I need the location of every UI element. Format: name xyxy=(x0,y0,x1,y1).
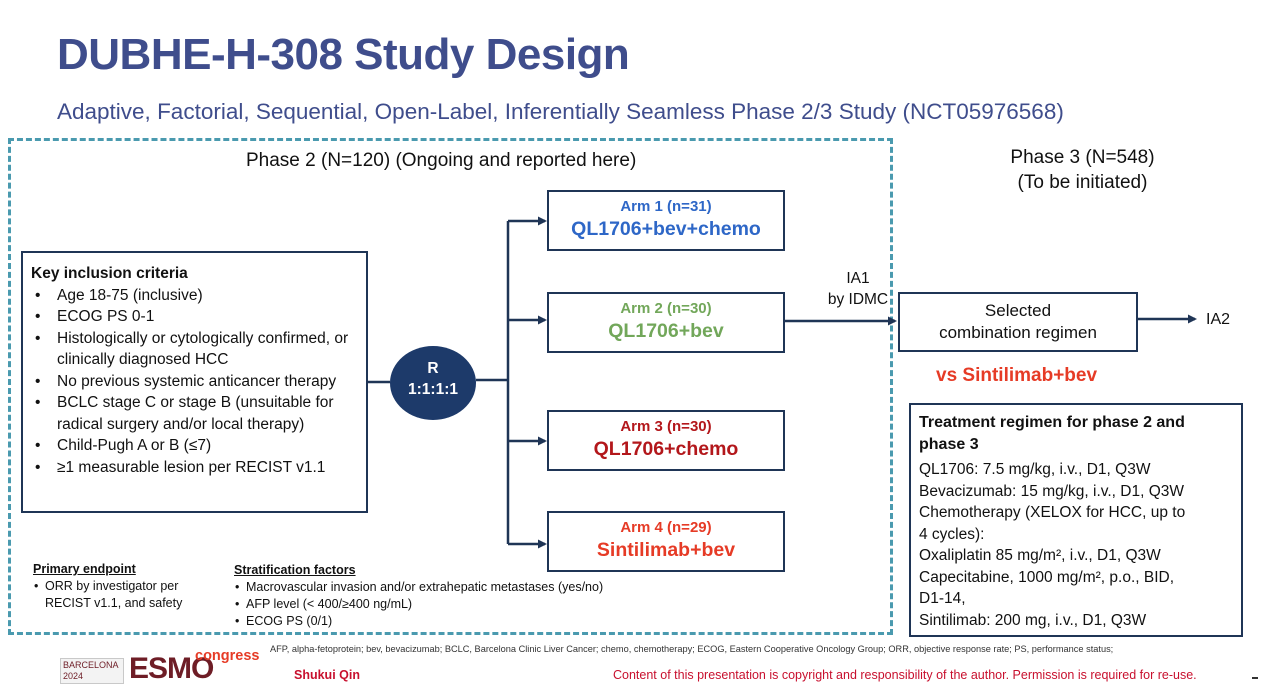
criteria-item: No previous systemic anticancer therapy xyxy=(31,371,360,393)
stratification-item: ECOG PS (0/1) xyxy=(234,613,674,630)
arm3-treatment: QL1706+chemo xyxy=(593,438,739,460)
selected-line1: Selected xyxy=(984,301,1052,320)
treatment-regimen-box: Treatment regimen for phase 2 and phase … xyxy=(909,403,1243,637)
ia1-label: IA1 by IDMC xyxy=(815,268,901,310)
logo-year: 2024 xyxy=(63,671,84,681)
page-subtitle: Adaptive, Factorial, Sequential, Open-La… xyxy=(57,99,1064,124)
primary-endpoint-list: ORR by investigator per RECIST v1.1, and… xyxy=(33,578,223,612)
logo-city: BARCELONA xyxy=(63,660,119,670)
arm1-n: Arm 1 (n=31) xyxy=(620,198,712,215)
arm2-box: Arm 2 (n=30) QL1706+bev xyxy=(547,292,785,353)
logo-congress: congress xyxy=(195,648,260,664)
corner-mark xyxy=(1252,677,1258,679)
arm2-n: Arm 2 (n=30) xyxy=(620,300,712,317)
inclusion-criteria-box: Key inclusion criteria Age 18-75 (inclus… xyxy=(21,251,368,513)
criteria-item: Histologically or cytologically confirme… xyxy=(31,328,360,371)
treatment-line: QL1706: 7.5 mg/kg, i.v., D1, Q3W xyxy=(919,461,1151,478)
stratification-block: Stratification factors Macrovascular inv… xyxy=(234,562,674,630)
ia1-line2: by IDMC xyxy=(827,291,889,308)
phase2-label: Phase 2 (N=120) (Ongoing and reported he… xyxy=(246,150,637,171)
randomization-label: R xyxy=(427,360,439,377)
arm4-n: Arm 4 (n=29) xyxy=(620,519,712,536)
treatment-line: Bevacizumab: 15 mg/kg, i.v., D1, Q3W xyxy=(919,482,1185,500)
criteria-list: Age 18-75 (inclusive) ECOG PS 0-1 Histol… xyxy=(31,285,360,479)
arm1-treatment: QL1706+bev+chemo xyxy=(571,218,761,240)
ia2-label: IA2 xyxy=(1206,311,1231,328)
phase3-label: Phase 3 (N=548) (To be initiated) xyxy=(960,145,1205,195)
copyright-notice: Content of this presentation is copyrigh… xyxy=(613,668,1197,682)
criteria-item: Child-Pugh A or B (≤7) xyxy=(31,435,360,457)
criteria-heading: Key inclusion criteria xyxy=(31,265,188,282)
stratification-list: Macrovascular invasion and/or extrahepat… xyxy=(234,579,674,630)
randomization-node: R 1:1:1:1 xyxy=(390,346,476,420)
selected-line2: combination regimen xyxy=(939,323,1097,342)
page-title: DUBHE-H-308 Study Design xyxy=(57,30,630,79)
treatment-line: 4 cycles): xyxy=(919,525,985,543)
primary-endpoint-heading: Primary endpoint xyxy=(33,562,136,576)
arm4-box: Arm 4 (n=29) Sintilimab+bev xyxy=(547,511,785,572)
treatment-line: D1-14, xyxy=(919,590,966,607)
arm4-treatment: Sintilimab+bev xyxy=(596,539,736,561)
abbreviation-footnote: AFP, alpha-fetoprotein; bev, bevacizumab… xyxy=(270,644,1114,655)
phase3-line1: Phase 3 (N=548) xyxy=(1010,147,1155,168)
arm3-box: Arm 3 (n=30) QL1706+chemo xyxy=(547,410,785,471)
comparator-label: vs Sintilimab+bev xyxy=(936,365,1098,386)
stratification-item: AFP level (< 400/≥400 ng/mL) xyxy=(234,596,674,613)
criteria-item: ≥1 measurable lesion per RECIST v1.1 xyxy=(31,457,360,479)
primary-endpoint-block: Primary endpoint ORR by investigator per… xyxy=(33,561,223,612)
stratification-heading: Stratification factors xyxy=(234,563,356,577)
ia1-line1: IA1 xyxy=(846,270,870,287)
treatment-line: Oxaliplatin 85 mg/m², i.v., D1, Q3W xyxy=(919,547,1161,564)
selected-regimen-box: Selected combination regimen xyxy=(898,292,1138,352)
criteria-item: Age 18-75 (inclusive) xyxy=(31,285,360,307)
randomization-ratio: 1:1:1:1 xyxy=(408,381,458,398)
treatment-heading: Treatment regimen for phase 2 and phase … xyxy=(919,414,1185,453)
stratification-item: Macrovascular invasion and/or extrahepat… xyxy=(234,579,674,596)
logo-city-badge: BARCELONA 2024 xyxy=(60,658,124,684)
logo-brand: ESMO xyxy=(129,652,214,685)
criteria-item: ECOG PS 0-1 xyxy=(31,306,360,328)
primary-endpoint-item: ORR by investigator per RECIST v1.1, and… xyxy=(33,578,223,612)
arm1-box: Arm 1 (n=31) QL1706+bev+chemo xyxy=(547,190,785,251)
arm2-treatment: QL1706+bev xyxy=(608,320,724,342)
treatment-line: Chemotherapy (XELOX for HCC, up to xyxy=(919,504,1186,521)
treatment-line: Sintilimab: 200 mg, i.v., D1, Q3W xyxy=(919,611,1147,629)
criteria-item: BCLC stage C or stage B (unsuitable for … xyxy=(31,392,360,435)
esmo-congress-logo: BARCELONA 2024 ESMO congress xyxy=(60,648,265,684)
author-name: Shukui Qin xyxy=(294,668,360,682)
arm3-n: Arm 3 (n=30) xyxy=(620,418,712,435)
treatment-line: Capecitabine, 1000 mg/m², p.o., BID, xyxy=(919,568,1175,586)
phase2-frame xyxy=(8,138,893,635)
phase3-line2: (To be initiated) xyxy=(1017,172,1148,193)
